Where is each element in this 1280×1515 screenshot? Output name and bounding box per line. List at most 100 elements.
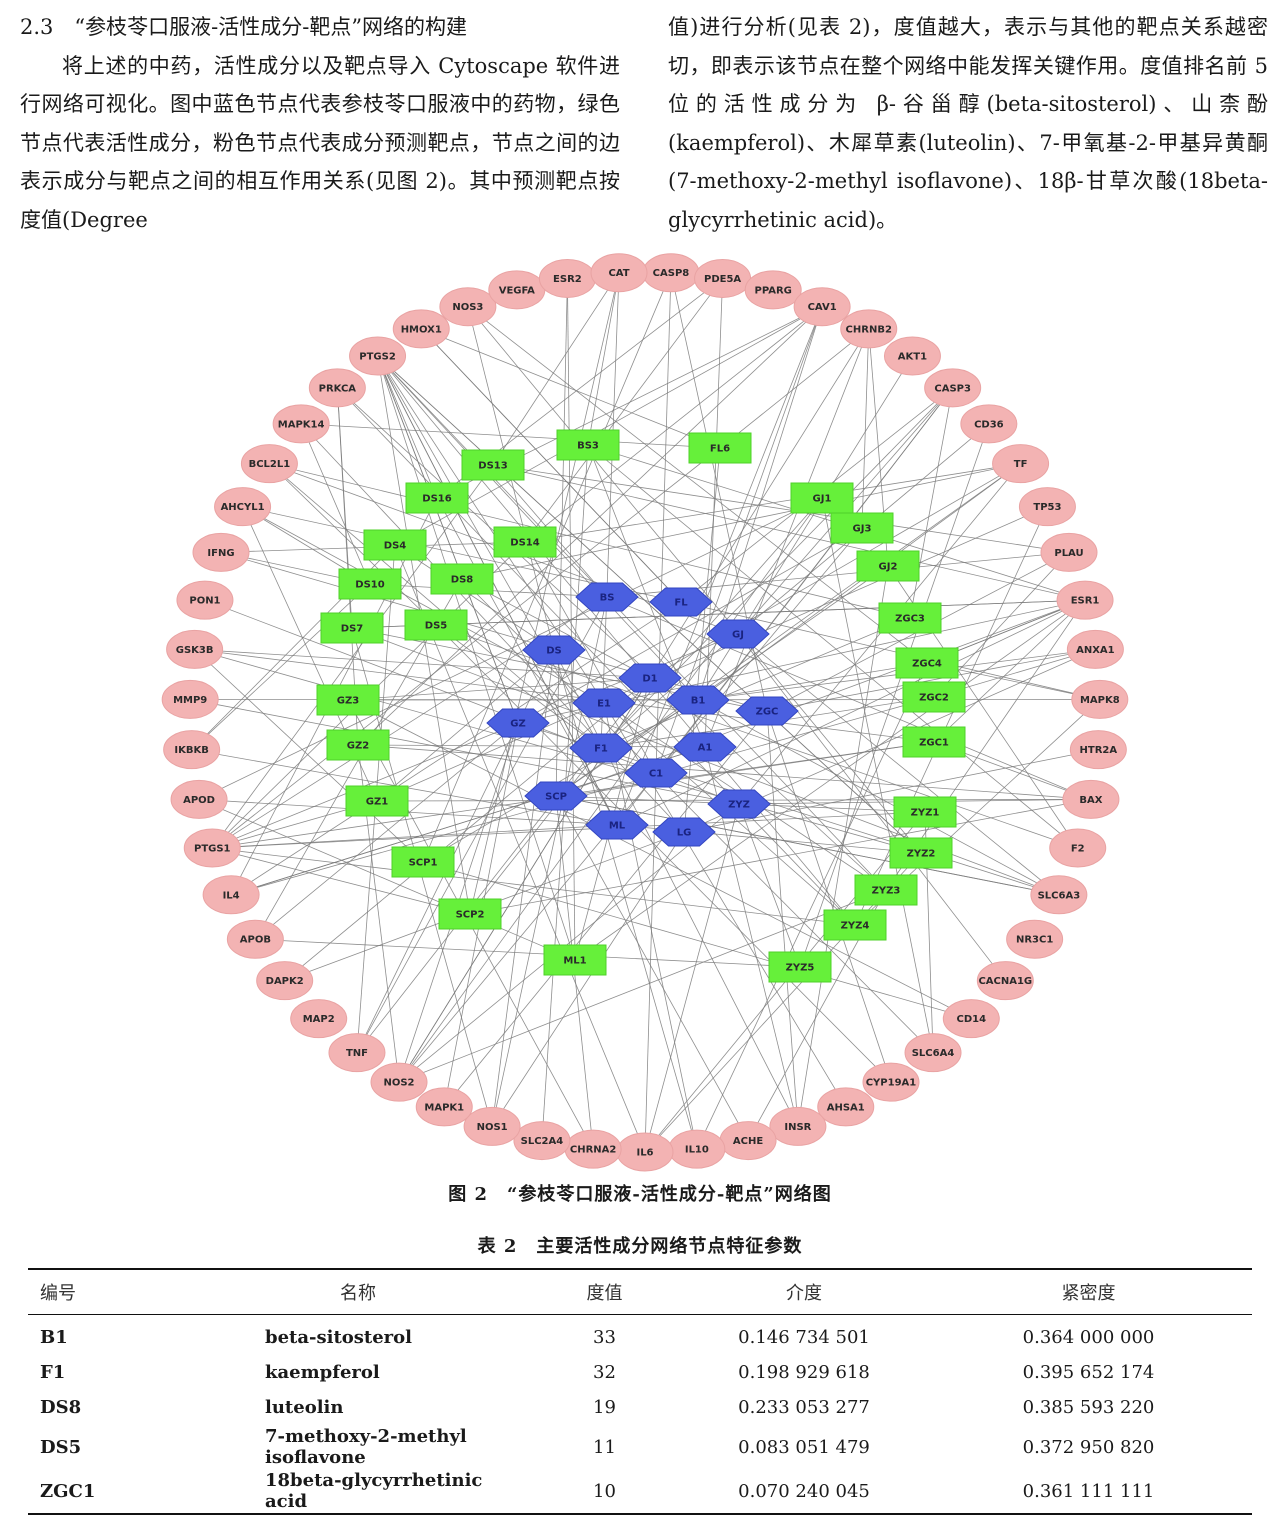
target-node-gsk3b: GSK3B <box>166 629 224 669</box>
edge-ingredient-drug <box>600 617 911 749</box>
target-label: PDE5A <box>704 274 741 285</box>
target-label: MAPK8 <box>1080 695 1120 706</box>
figure-caption: 图 2 “参枝苓口服液-活性成分-靶点”网络图 <box>448 1184 832 1205</box>
cell-id: F1 <box>40 1362 66 1383</box>
drug-label: ML <box>609 821 626 832</box>
cell-closeness: 0.364 000 000 <box>1022 1327 1155 1348</box>
target-node-map2: MAP2 <box>290 999 348 1039</box>
target-node-cd36: CD36 <box>960 404 1018 444</box>
cell-closeness: 0.361 111 111 <box>925 1469 1252 1515</box>
table-row: DS5 7-methoxy-2-methyl isoflavone 11 0.0… <box>28 1425 1252 1469</box>
ingredient-label: GZ3 <box>337 696 359 707</box>
drug-node-f1: F1 <box>569 733 633 763</box>
cell-name: 7-methoxy-2-methyl isoflavone <box>265 1426 467 1468</box>
ingredient-label: SCP2 <box>456 910 485 921</box>
target-label: TNF <box>346 1048 368 1059</box>
ingredient-node-ds10: DS10 <box>338 568 402 600</box>
edge-ingredient-drug <box>357 744 706 748</box>
target-node-mapk14: MAPK14 <box>272 404 330 444</box>
drug-node-c1: C1 <box>624 758 688 788</box>
drug-label: B1 <box>691 696 706 707</box>
target-node-bcl2l1: BCL2L1 <box>240 444 298 484</box>
ingredient-node-ds14: DS14 <box>493 526 557 558</box>
target-node-ache: ACHE <box>719 1121 777 1161</box>
target-label: BAX <box>1079 795 1102 806</box>
edge-drug-target <box>555 795 749 1141</box>
target-label: APOB <box>240 935 271 946</box>
ingredient-label: ZYZ3 <box>872 886 901 897</box>
edge-drug-target <box>766 710 892 1083</box>
edge-ingredient-target <box>469 272 620 915</box>
ingredient-label: ZYZ1 <box>911 808 940 819</box>
target-label: CAV1 <box>808 302 837 313</box>
ingredient-label: GZ1 <box>366 797 388 808</box>
edge-hub <box>377 355 519 724</box>
target-node-esr1: ESR1 <box>1056 580 1114 620</box>
network-graph: CASP8PDE5APPARGCAV1CHRNB2AKT1CASP3CD36TF… <box>161 253 1129 1172</box>
edge-drug-target <box>704 328 870 748</box>
cell-name: 18beta-glycyrrhetinic acid <box>191 1469 526 1515</box>
target-label: HMOX1 <box>401 324 442 335</box>
edge-hub <box>377 355 922 854</box>
drug-label: C1 <box>649 769 663 780</box>
edge-ingredient-target <box>269 463 911 619</box>
target-node-cyp19a1: CYP19A1 <box>862 1062 920 1102</box>
body-paragraph-right: 值)进行分析(见表 2)，度值越大，表示与其他的靶点关系越密切，即表示该节点在整… <box>668 15 1268 232</box>
target-node-tnf: TNF <box>328 1033 386 1073</box>
target-label: PRKCA <box>319 383 357 394</box>
ingredient-label: DS7 <box>341 624 364 635</box>
target-label: PTGS1 <box>194 843 231 854</box>
edge-ingredient-target <box>861 328 870 529</box>
target-label: HTR2A <box>1080 745 1118 756</box>
header-degree: 度值 <box>526 1268 683 1315</box>
ingredient-node-ml1: ML1 <box>543 944 607 976</box>
edge-ingredient-drug <box>347 677 651 701</box>
target-node-slc6a3: SLC6A3 <box>1030 875 1088 915</box>
target-node-ahsa1: AHSA1 <box>817 1087 875 1127</box>
target-label: SLC6A4 <box>912 1048 955 1059</box>
cell-degree: 32 <box>593 1362 616 1383</box>
edge-drug-target <box>680 601 1100 700</box>
node-parameter-table: 编号 名称 度值 介度 紧密度 B1 beta-sitosterol 33 0.… <box>28 1268 1252 1515</box>
header-betweenness: 介度 <box>683 1268 925 1315</box>
edge-ingredient-target <box>301 423 721 449</box>
target-label: NOS1 <box>477 1122 508 1133</box>
ingredient-label: GJ3 <box>853 524 872 535</box>
ingredient-label: BS3 <box>577 441 599 452</box>
edge-hub <box>212 447 721 849</box>
target-label: INSR <box>784 1122 811 1133</box>
edge-ingredient-target <box>194 648 922 854</box>
edge-ingredient-target <box>567 278 576 961</box>
drug-node-e1: E1 <box>572 688 636 718</box>
ingredient-node-ds4: DS4 <box>363 529 427 561</box>
target-node-slc2a4: SLC2A4 <box>513 1121 571 1161</box>
target-node-ptgs1: PTGS1 <box>183 828 241 868</box>
target-label: SLC6A3 <box>1038 890 1081 901</box>
edge-ingredient-drug <box>697 662 928 701</box>
drug-node-a1: A1 <box>673 732 737 762</box>
target-label: IFNG <box>207 548 234 559</box>
edge-ingredient-target <box>421 328 721 449</box>
ingredient-label: GJ1 <box>813 494 832 505</box>
cell-id: ZGC1 <box>28 1469 191 1515</box>
ingredient-node-zyz1: ZYZ1 <box>893 796 957 828</box>
edge-drug-target <box>443 710 768 1108</box>
target-label: AHSA1 <box>827 1102 865 1113</box>
edge-ingredient-target <box>492 272 620 466</box>
ingredient-node-zyz2: ZYZ2 <box>889 837 953 869</box>
cell-betweenness: 0.146 734 501 <box>738 1327 870 1348</box>
edge-ingredient-target <box>255 938 801 968</box>
edge-ingredient-target <box>337 387 856 926</box>
ingredient-label: SCP1 <box>409 858 438 869</box>
drug-label: LG <box>677 828 692 839</box>
target-node-cat: CAT <box>590 253 648 293</box>
edge-ingredient-target <box>377 355 576 961</box>
edge-drug-target <box>603 702 698 1150</box>
table-row: F1 kaempferol 32 0.198 929 618 0.395 652… <box>28 1355 1252 1390</box>
drug-label: E1 <box>597 699 611 710</box>
drug-node-ml: ML <box>585 810 649 840</box>
target-node-casp3: CASP3 <box>924 368 982 408</box>
edge-drug-target <box>766 648 1096 712</box>
drug-label: ZYZ <box>728 800 750 811</box>
target-label: BCL2L1 <box>249 459 291 470</box>
